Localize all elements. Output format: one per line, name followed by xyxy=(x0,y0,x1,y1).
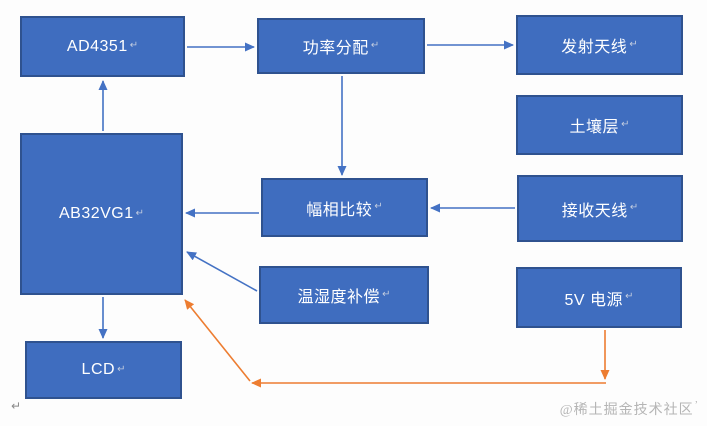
watermark-text: @稀土掘金技术社区 xyxy=(559,403,694,418)
block-amp-phase-compare: 幅相比较↵ xyxy=(261,178,428,237)
arrow-temp-humidity-to-ab32vg1 xyxy=(186,251,258,292)
block-label: 接收天线 xyxy=(561,202,628,220)
block-ab32vg1: AB32VG1↵ xyxy=(20,133,183,295)
return-mark-icon: ↵ xyxy=(129,40,139,51)
watermark-tick: ’ xyxy=(694,400,699,412)
block-label: 5V 电源 xyxy=(564,291,624,309)
paragraph-mark-icon: ↵ xyxy=(11,399,22,413)
return-mark-icon: ↵ xyxy=(621,118,630,130)
arrow-corner-to-ab32vg1 xyxy=(184,299,251,382)
block-label: 土壤层 xyxy=(569,119,620,136)
block-soil-layer: 土壤层↵ xyxy=(516,95,683,155)
block-power-5v: 5V 电源↵ xyxy=(516,267,682,328)
block-label: AD4351 xyxy=(66,37,128,55)
block-label: LCD xyxy=(81,361,116,378)
block-lcd: LCD↵ xyxy=(25,341,182,399)
watermark: @稀土掘金技术社区’ xyxy=(560,399,699,419)
block-power-divider: 功率分配↵ xyxy=(257,18,425,74)
block-tx-antenna: 发射天线↵ xyxy=(516,15,683,75)
return-mark-icon: ↵ xyxy=(117,363,126,375)
block-label: 发射天线 xyxy=(561,39,628,56)
block-label: 幅相比较 xyxy=(306,201,373,219)
block-label: 温湿度补偿 xyxy=(297,289,381,306)
block-ad4351: AD4351↵ xyxy=(20,16,185,77)
return-mark-icon: ↵ xyxy=(374,201,383,212)
block-label: 功率分配 xyxy=(302,40,369,57)
return-mark-icon: ↵ xyxy=(625,291,634,302)
return-mark-icon: ↵ xyxy=(629,38,638,50)
return-mark-icon: ↵ xyxy=(370,39,380,51)
block-rx-antenna: 接收天线↵ xyxy=(517,175,683,242)
return-mark-icon: ↵ xyxy=(382,288,391,300)
block-temp-humidity-comp: 温湿度补偿↵ xyxy=(259,266,429,324)
return-mark-icon: ↵ xyxy=(629,202,639,213)
block-label: AB32VG1 xyxy=(58,205,134,222)
return-mark-icon: ↵ xyxy=(135,207,145,219)
